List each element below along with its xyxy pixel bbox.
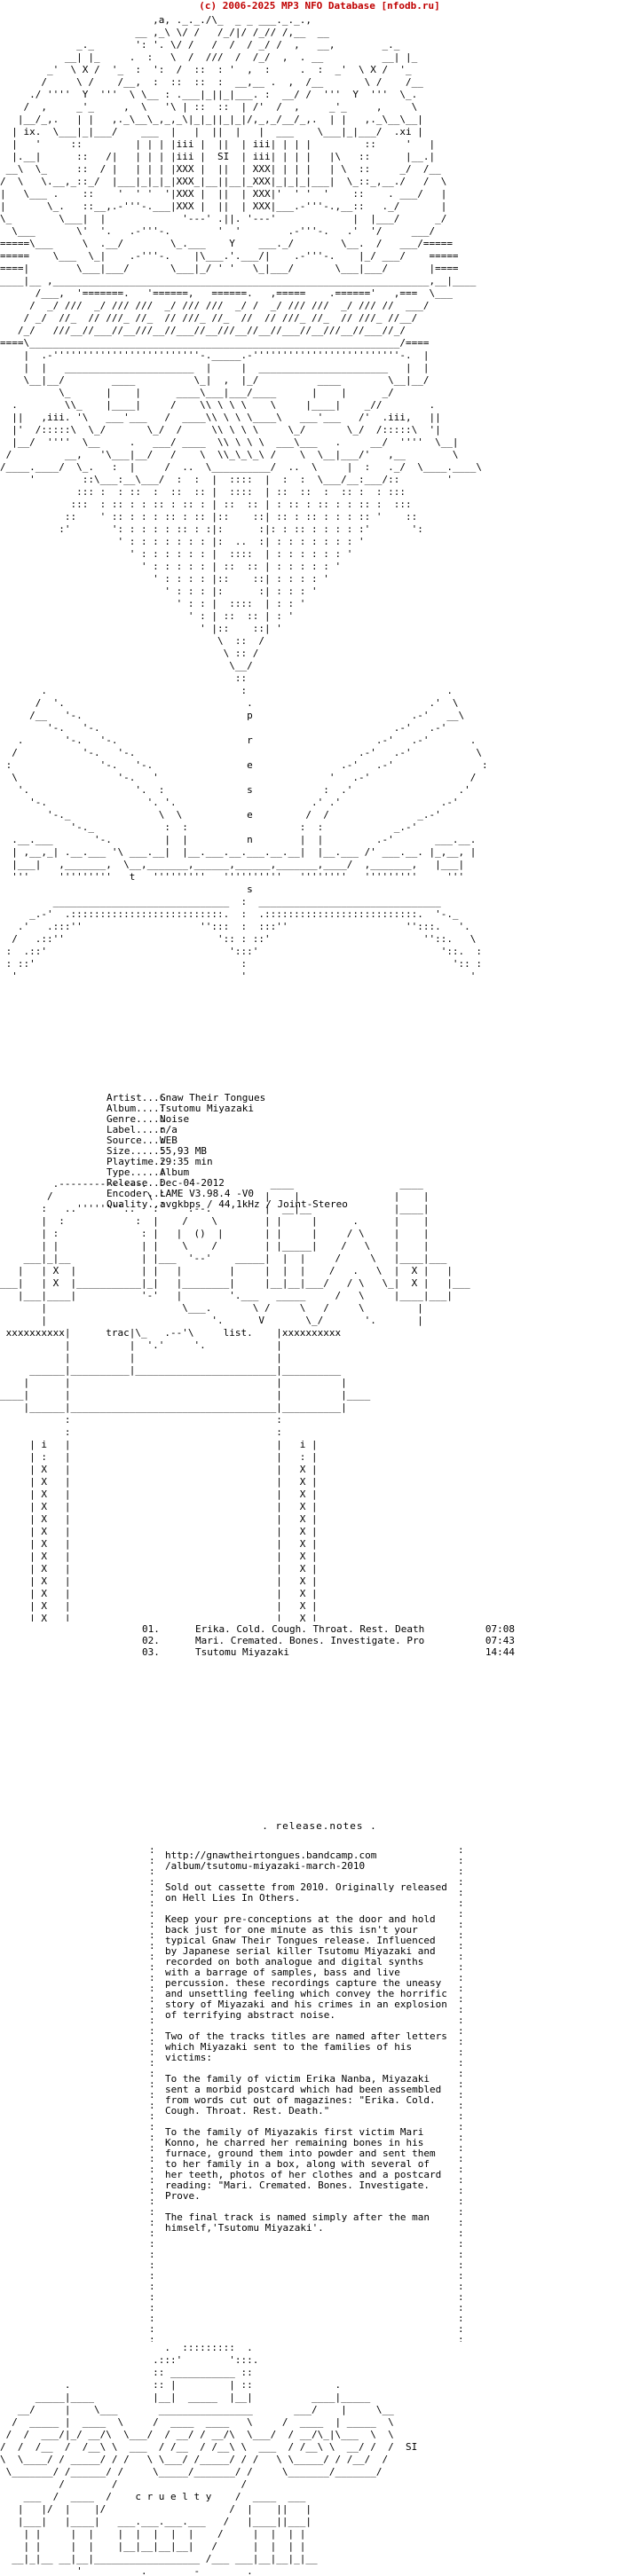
track-duration: 14:44 — [485, 1646, 515, 1658]
notes-paragraph: To the family of victim Erika Nanba, Miy… — [165, 2073, 442, 2117]
track-title: Erika. Cold. Cough. Throat. Rest. Death — [195, 1623, 425, 1635]
release-notes: http://gnawtheirtongues.bandcamp.com /al… — [165, 1850, 449, 2244]
info-key: Release..: — [106, 1177, 166, 1189]
track-number: 01. — [142, 1623, 160, 1635]
track-row: 02. Mari. Cremated. Bones. Investigate. P… — [142, 1635, 515, 1646]
info-row: Size.....:55,93 MB — [106, 1146, 568, 1157]
track-number: 03. — [142, 1646, 160, 1658]
info-row: Quality..:avgkbps / 44,1kHz / Joint-Ster… — [106, 1199, 568, 1210]
notes-paragraph: To the family of Miyazakis first victim … — [165, 2126, 442, 2202]
info-row: Album....:Tsutomu Miyazaki — [106, 1103, 568, 1114]
info-value: n/a — [160, 1124, 178, 1135]
info-row: Source...:WEB — [106, 1135, 568, 1146]
info-value: LAME V3.98.4 -V0 — [160, 1188, 254, 1199]
info-key: Playtime.: — [106, 1156, 166, 1167]
release-notes-title: . release.notes . — [262, 1820, 377, 1832]
info-key: Encoder..: — [106, 1188, 166, 1199]
info-key: Genre....: — [106, 1113, 166, 1125]
info-value: 29:35 min — [160, 1156, 213, 1167]
info-value: WEB — [160, 1135, 178, 1146]
info-value: Noise — [160, 1113, 190, 1125]
track-title: Tsutomu Miyazaki — [195, 1646, 289, 1658]
info-key: Label....: — [106, 1124, 166, 1135]
ascii-art-logo: ,a, ._._./\_ _ _ ___._._., __ ,_\ \/ / /… — [0, 14, 488, 982]
info-key: Artist...: — [106, 1092, 166, 1103]
track-row: 01. Erika. Cold. Cough. Throat. Rest. Dea… — [142, 1623, 515, 1635]
info-row: Release..:Dec-04-2012 — [106, 1178, 568, 1189]
info-row: Type.....:Album — [106, 1167, 568, 1178]
info-row: Label....:n/a — [106, 1125, 568, 1135]
info-key: Source...: — [106, 1135, 166, 1146]
track-duration: 07:08 — [485, 1623, 515, 1635]
site-header: (c) 2006-2025 MP3 NFO Database [nfodb.ru… — [199, 0, 440, 12]
notes-paragraph: Two of the tracks titles are named after… — [165, 2030, 447, 2063]
track-number: 02. — [142, 1635, 160, 1646]
info-key: Size.....: — [106, 1145, 166, 1157]
info-value: Tsutomu Miyazaki — [160, 1103, 254, 1114]
info-row: Playtime.:29:35 min — [106, 1157, 568, 1167]
track-row: 03. Tsutomu Miyazaki 14:44 — [142, 1646, 515, 1658]
info-value: avgkbps / 44,1kHz / Joint-Stereo — [160, 1198, 348, 1210]
info-value: Gnaw Their Tongues — [160, 1092, 266, 1103]
notes-border-right: : : : : : : : : : : : : : : : : : : : : … — [458, 1845, 463, 2342]
info-value: Dec-04-2012 — [160, 1177, 225, 1189]
track-duration: 07:43 — [485, 1635, 515, 1646]
track-title: Mari. Cremated. Bones. Investigate. Pro — [195, 1635, 425, 1646]
info-value: 55,93 MB — [160, 1145, 207, 1157]
info-key: Album....: — [106, 1103, 166, 1114]
notes-border-left: : : : : : : : : : : : : : : : : : : : : … — [149, 1845, 154, 2342]
info-key: Type.....: — [106, 1166, 166, 1178]
notes-paragraph: Keep your pre-conceptions at the door an… — [165, 1913, 447, 2021]
info-row: Encoder..:LAME V3.98.4 -V0 — [106, 1189, 568, 1199]
ascii-art-tracklist-banner: .--------------. ____ ____ / \ | | | | :… — [0, 1178, 470, 1622]
notes-paragraph: Sold out cassette from 2010. Originally … — [165, 1881, 447, 1904]
track-list: 01. Erika. Cold. Cough. Throat. Rest. Dea… — [142, 1623, 515, 1658]
notes-paragraph: The final track is named simply after th… — [165, 2211, 430, 2234]
ascii-art-group-logo: . ::::::::: . .:::' ':::. :: ___________… — [0, 2342, 418, 2576]
info-key: Quality..: — [106, 1198, 166, 1210]
info-value: Album — [160, 1166, 190, 1178]
info-row: Genre....:Noise — [106, 1114, 568, 1125]
info-row: Artist...:Gnaw Their Tongues — [106, 1093, 568, 1103]
notes-paragraph: http://gnawtheirtongues.bandcamp.com /al… — [165, 1850, 377, 1872]
